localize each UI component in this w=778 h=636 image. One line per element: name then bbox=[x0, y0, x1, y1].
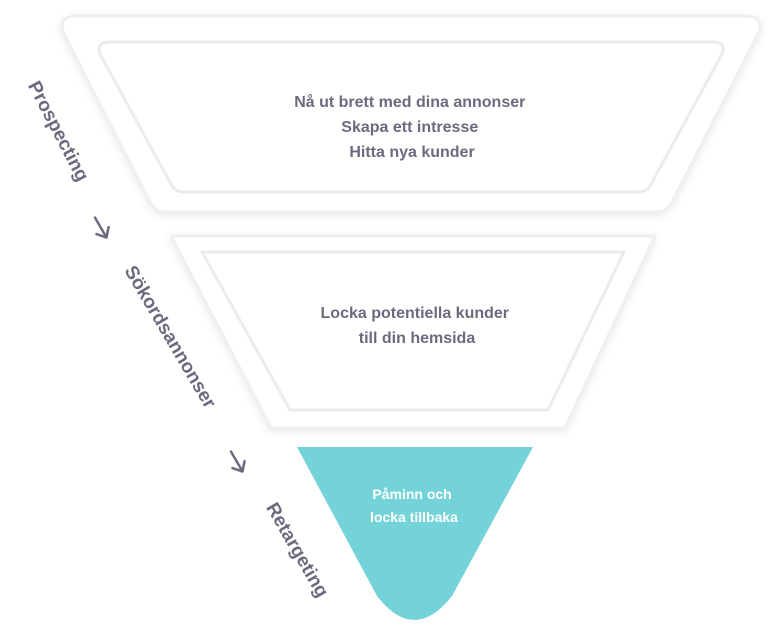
arrow-right-icon bbox=[93, 216, 110, 239]
bottom-line-1: Påminn och bbox=[372, 486, 451, 502]
top-line-1: Nå ut brett med dina annonser bbox=[294, 93, 525, 111]
top-line-3: Hitta nya kunder bbox=[349, 144, 474, 161]
arrow-right-icon bbox=[229, 450, 246, 473]
funnel-stage-top-text: Nå ut brett med dina annonser Skapa ett … bbox=[294, 93, 530, 161]
funnel-stage-bottom-text: Påminn och locka tillbaka bbox=[370, 486, 458, 525]
middle-line-2: till din hemsida bbox=[359, 330, 476, 347]
top-line-2: Skapa ett intresse bbox=[341, 119, 478, 136]
funnel-stage-bottom: Påminn och locka tillbaka bbox=[297, 447, 533, 620]
funnel-stage-middle-text: Locka potentiella kunder till din hemsid… bbox=[321, 305, 514, 347]
funnel-stage-middle-inner bbox=[200, 250, 626, 412]
funnel-stage-bottom-shape bbox=[297, 447, 533, 620]
funnel-stage-top-inner bbox=[97, 40, 725, 194]
funnel-stage-middle: Locka potentiella kunder till din hemsid… bbox=[169, 234, 657, 430]
label-retargeting: Retargeting bbox=[261, 499, 332, 601]
bottom-line-2: locka tillbaka bbox=[370, 509, 458, 525]
label-prospecting: Prospecting bbox=[23, 78, 92, 185]
middle-line-1: Locka potentiella kunder bbox=[321, 305, 509, 322]
funnel-stage-top: Nå ut brett med dina annonser Skapa ett … bbox=[60, 14, 762, 214]
